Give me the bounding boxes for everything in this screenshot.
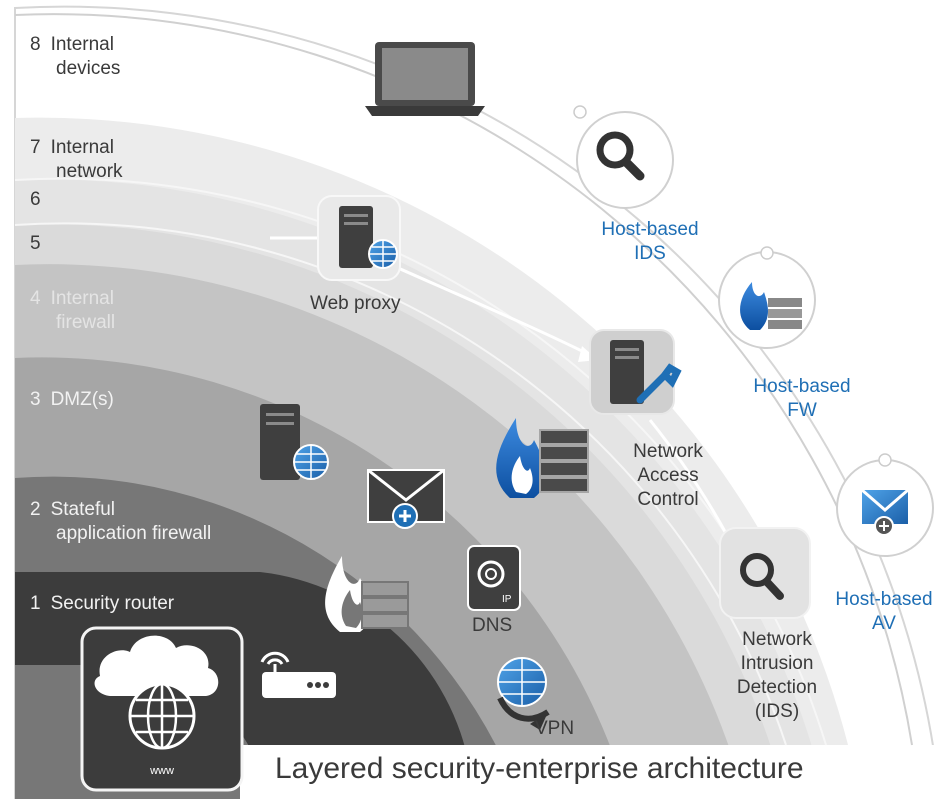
host-ids-circle xyxy=(573,105,674,209)
host-fw-label: Host-based FW xyxy=(753,376,851,421)
nac-server-icon xyxy=(589,329,682,415)
bottom-strip xyxy=(240,745,952,799)
layer-5-label: 5 xyxy=(30,233,41,254)
nids-label: Network Intrusion Detection (IDS) xyxy=(736,629,818,722)
flow-arrow xyxy=(379,258,591,357)
nac-label: Network Access Control xyxy=(633,441,703,510)
nids-magnifier-icon xyxy=(719,527,811,619)
vpn-label: VPN xyxy=(535,718,575,739)
host-av-label: Host-based AV xyxy=(835,589,933,634)
dmz-web-server-icon xyxy=(260,404,329,480)
layer-6-label: 6 xyxy=(30,189,41,210)
dns-ip-label: IP xyxy=(502,594,512,605)
laptop-icon xyxy=(365,42,485,116)
stateful-firewall-icon xyxy=(325,556,409,632)
internet-www-icon: www xyxy=(80,626,244,792)
band-1-bottom xyxy=(15,572,81,665)
diagram-title: Layered security-enterprise architecture xyxy=(275,752,804,785)
host-av-circle xyxy=(836,453,934,557)
web-proxy-server-icon xyxy=(317,195,401,281)
internal-firewall-icon xyxy=(496,418,589,498)
host-ids-label: Host-based IDS xyxy=(601,219,699,264)
dmz-mail-icon xyxy=(367,468,445,529)
host-fw-circle xyxy=(718,246,816,349)
dns-icon: IP xyxy=(467,545,521,611)
web-proxy-label: Web proxy xyxy=(310,293,401,314)
vpn-globe-icon xyxy=(497,657,550,730)
dns-label: DNS xyxy=(472,615,513,636)
router-icon xyxy=(260,651,336,698)
www-label: www xyxy=(149,765,174,777)
host-arc xyxy=(14,13,913,746)
